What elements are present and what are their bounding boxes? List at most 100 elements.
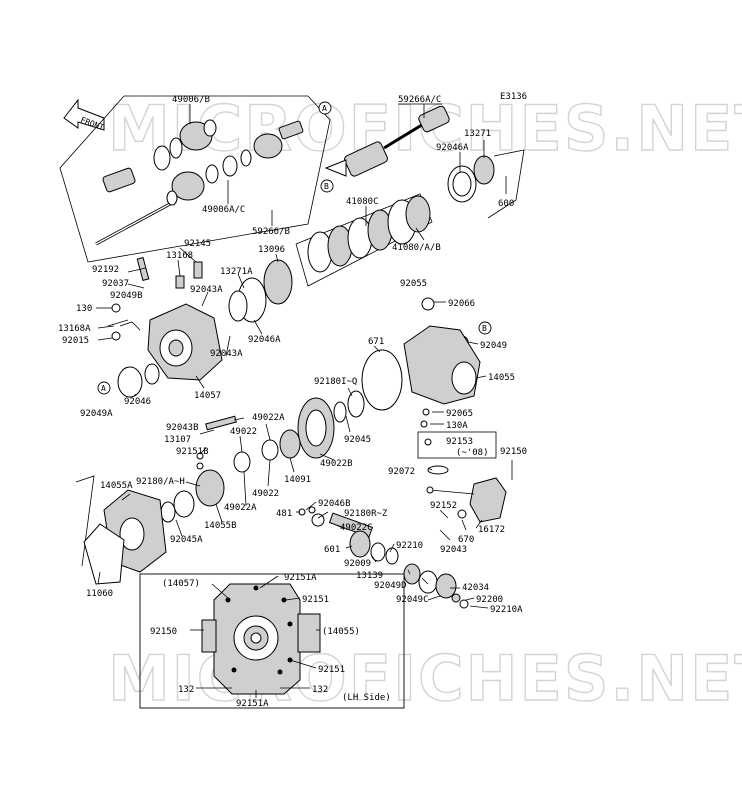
label-92192: 92192 <box>92 265 119 275</box>
label-14055a: 14055A <box>100 481 133 491</box>
label-92049a: 92049A <box>80 409 113 419</box>
label-600: 600 <box>498 199 514 209</box>
label-49022-2: 49022 <box>252 489 279 499</box>
label-49022c: 49022C <box>340 523 373 533</box>
label-59266-b: 59266/B <box>252 227 290 237</box>
label-49006a-c: 49006A/C <box>202 205 245 215</box>
label-92065: 92065 <box>446 409 473 419</box>
label-49022a-top: 49022A <box>252 413 285 423</box>
label-92152: 92152 <box>430 501 457 511</box>
leader-lines <box>96 104 507 698</box>
label-inset-14057: (14057) <box>162 579 200 589</box>
label-92049: 92049 <box>480 341 507 351</box>
label-49022-1: 49022 <box>230 427 257 437</box>
label-inset-92150: 92150 <box>150 627 177 637</box>
label-92043: 92043 <box>440 545 467 555</box>
label-601: 601 <box>324 545 340 555</box>
actuator-assembly <box>426 460 513 523</box>
svg-text:B: B <box>324 182 329 191</box>
label-inset-92151-1: 92151 <box>302 595 329 605</box>
label-130: 130 <box>76 304 92 314</box>
inset-lh-side-view <box>139 573 405 709</box>
label-49022b: 49022B <box>320 459 353 469</box>
inset-note: (LH Side) <box>342 693 391 703</box>
label-41080c: 41080C <box>346 197 379 207</box>
label-inset-132-right: 132 <box>312 685 328 695</box>
callout-b-top: B <box>320 179 334 193</box>
label-92210a: 92210A <box>490 605 523 615</box>
label-13168: 13168 <box>166 251 193 261</box>
label-49022a-low: 49022A <box>224 503 257 513</box>
right-axle-shaft <box>324 103 525 219</box>
label-92049b: 92049B <box>110 291 143 301</box>
label-92045a: 92045A <box>170 535 203 545</box>
label-inset-92151a-bottom: 92151A <box>236 699 269 709</box>
part-labels: 49006/B 59266A/C 13271 92046A 600 49006A… <box>58 95 527 709</box>
label-13107: 13107 <box>164 435 191 445</box>
label-92072: 92072 <box>388 467 415 477</box>
label-14055b: 14055B <box>204 521 237 531</box>
part-note-box <box>417 431 497 459</box>
label-16172: 16172 <box>478 525 505 535</box>
label-92055: 92055 <box>400 279 427 289</box>
label-49006-b: 49006/B <box>172 95 210 105</box>
label-671: 671 <box>368 337 384 347</box>
label-92180i-q: 92180I~Q <box>314 377 357 387</box>
watermark-bottom: MICROFICHES.NET <box>108 642 742 715</box>
front-case-assembly <box>107 256 293 398</box>
label-13168a: 13168A <box>58 324 91 334</box>
label-14057: 14057 <box>194 391 221 401</box>
label-14091: 14091 <box>284 475 311 485</box>
front-arrow-icon: FRONT <box>63 98 105 132</box>
label-92045: 92045 <box>344 435 371 445</box>
label-92180r-z: 92180R~Z <box>344 509 388 519</box>
label-92046b: 92046B <box>318 499 351 509</box>
label-92009: 92009 <box>344 559 371 569</box>
pinion-case-assembly <box>75 452 225 585</box>
label-92151b: 92151B <box>176 447 209 457</box>
axle-shaft-assembly <box>59 95 331 263</box>
svg-text:A: A <box>322 104 327 113</box>
label-42034: 42034 <box>462 583 489 593</box>
svg-text:A: A <box>101 384 106 393</box>
label-92015: 92015 <box>62 336 89 346</box>
label-inset-132-left: 132 <box>178 685 194 695</box>
diagram-code: E3136 <box>500 92 527 102</box>
label-92200: 92200 <box>476 595 503 605</box>
label-92043b: 92043B <box>166 423 199 433</box>
label-inset-92151a-top: 92151A <box>284 573 317 583</box>
label-92046a-mid: 92046A <box>248 335 281 345</box>
label-481: 481 <box>276 509 292 519</box>
label-92046a-top: 92046A <box>436 143 469 153</box>
label-inset-14055: (14055) <box>322 627 360 637</box>
callout-a-left: A <box>97 381 111 395</box>
label-13096: 13096 <box>258 245 285 255</box>
label-92210: 92210 <box>396 541 423 551</box>
label-92145: 92145 <box>184 239 211 249</box>
callout-a-top: A <box>318 101 332 115</box>
label-59266a-c: 59266A/C <box>398 95 441 105</box>
callout-b-right: B <box>478 321 492 335</box>
label-92153-note: (~'08) <box>456 448 489 458</box>
label-92049d: 92049D <box>374 581 407 591</box>
label-92153: 92153 <box>446 437 473 447</box>
label-14055: 14055 <box>488 373 515 383</box>
label-13139: 13139 <box>356 571 383 581</box>
label-11060: 11060 <box>86 589 113 599</box>
label-92150-r: 92150 <box>500 447 527 457</box>
label-92046: 92046 <box>124 397 151 407</box>
label-inset-92151-2: 92151 <box>318 665 345 675</box>
label-92043a-1: 92043A <box>190 285 223 295</box>
label-92066: 92066 <box>448 299 475 309</box>
label-130a: 130A <box>446 421 468 431</box>
svg-text:B: B <box>482 324 487 333</box>
label-92043a-2: 92043A <box>210 349 243 359</box>
clutch-plate-stack <box>295 193 433 287</box>
ring-gear-assembly <box>205 390 365 473</box>
label-13271a: 13271A <box>220 267 253 277</box>
label-13271: 13271 <box>464 129 491 139</box>
label-92037: 92037 <box>102 279 129 289</box>
label-41080-a-b: 41080/A/B <box>392 243 441 253</box>
